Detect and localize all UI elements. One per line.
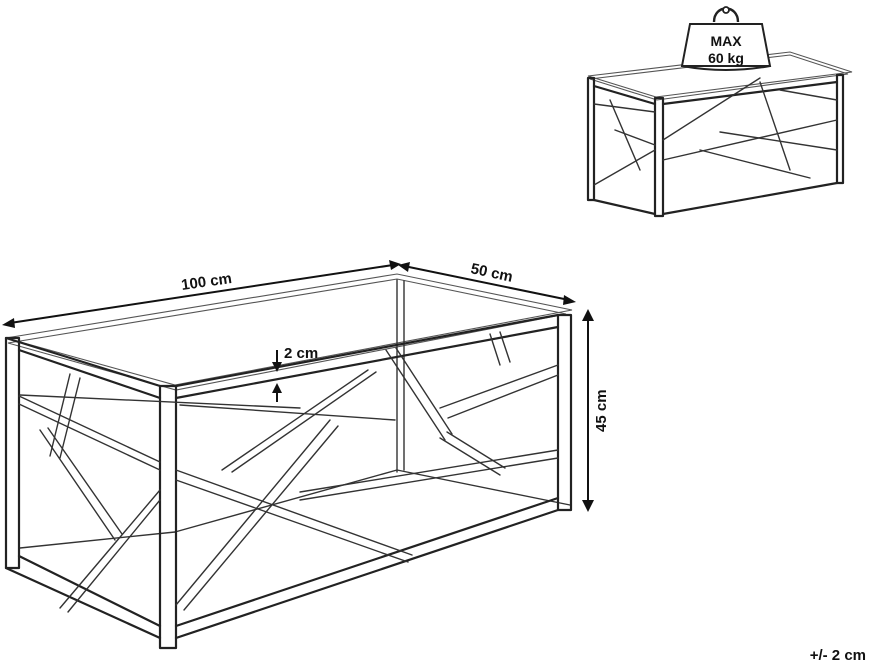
depth-label: 50 cm [469, 260, 514, 285]
max-load-table: MAX 60 kg [586, 6, 853, 218]
max-label: MAX [710, 33, 742, 49]
max-weight-label: 60 kg [708, 50, 744, 66]
front-side-bars [175, 331, 559, 611]
glass-thickness-label: 2 cm [284, 345, 318, 362]
height-label: 45 cm [593, 389, 610, 432]
left-side-bars [18, 373, 161, 613]
dimension-glass-thickness: 2 cm [272, 345, 318, 402]
glass-top [5, 273, 573, 391]
front-left-leg [4, 336, 21, 570]
tolerance-label: +/- 2 cm [810, 647, 866, 664]
front-corner-leg [158, 384, 178, 650]
small-frame [586, 73, 845, 218]
dimension-height: 45 cm [582, 309, 610, 512]
bottom-rails [4, 496, 560, 640]
width-label: 100 cm [180, 270, 233, 294]
right-leg [556, 313, 573, 512]
inner-rails [19, 394, 559, 501]
top-rails [4, 313, 560, 400]
dimension-depth: 50 cm [398, 260, 576, 305]
dimension-width: 100 cm [2, 260, 401, 328]
back-frame [19, 279, 571, 549]
main-table [4, 273, 573, 650]
weight-icon: MAX 60 kg [680, 6, 772, 71]
